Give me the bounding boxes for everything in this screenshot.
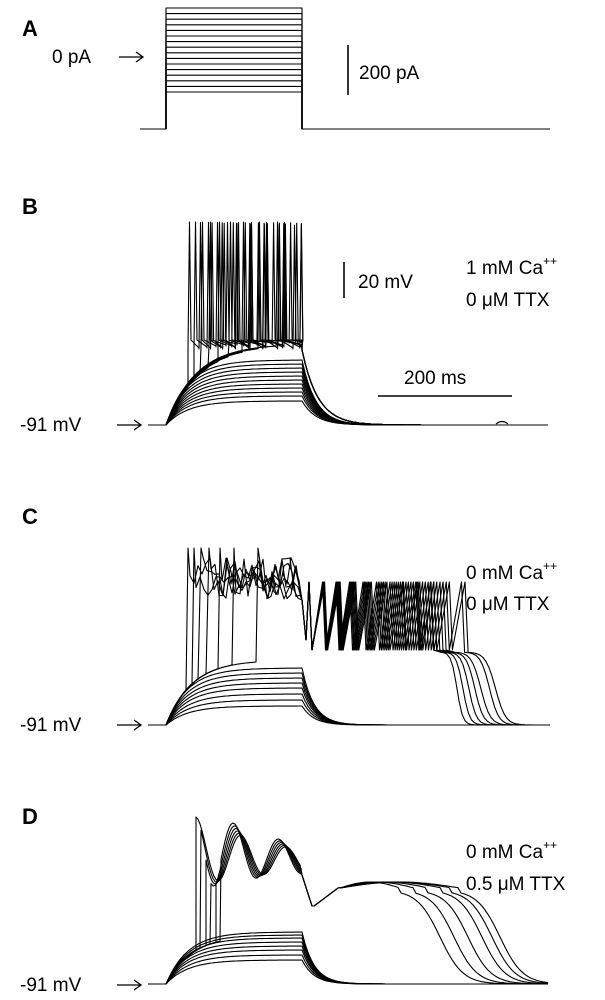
panel-d-rest-label: -91 mV — [20, 975, 82, 996]
oscillating-voltage-trace — [148, 822, 549, 985]
panel-c: C 0 mM Ca++ 0 μM TTX -91 mV — [20, 504, 557, 736]
subthreshold-voltage-trace — [148, 677, 548, 726]
subthreshold-voltage-trace — [148, 359, 548, 426]
panel-a-zero-label: 0 pA — [52, 47, 91, 68]
current-step-trace — [140, 57, 550, 130]
panel-c-calcium-condition: 0 mM Ca++ — [466, 559, 557, 584]
panel-c-calcium-superscript: ++ — [543, 559, 557, 573]
subthreshold-voltage-trace — [148, 363, 548, 426]
subthreshold-voltage-trace — [148, 945, 548, 985]
panel-c-voltage-traces — [148, 547, 550, 726]
spontaneous-event-trace — [495, 420, 509, 425]
panel-d-calcium-condition: 0 mM Ca++ — [466, 838, 557, 863]
current-step-trace — [140, 35, 550, 130]
subthreshold-voltage-trace — [148, 379, 548, 426]
panel-b-calcium-superscript: ++ — [543, 254, 557, 268]
panel-c-letter: C — [22, 504, 38, 529]
current-step-trace — [140, 85, 550, 130]
subthreshold-voltage-trace — [148, 959, 548, 985]
current-step-trace — [140, 63, 550, 130]
right-arrow-icon — [117, 979, 143, 991]
subthreshold-voltage-trace — [148, 931, 548, 985]
right-arrow-icon — [117, 419, 143, 431]
panel-b-letter: B — [22, 194, 38, 219]
spiking-voltage-trace — [148, 221, 548, 426]
panel-b-voltage-scale-label: 20 mV — [358, 272, 413, 293]
panel-a-current-scale-label: 200 pA — [359, 63, 420, 84]
panel-b-voltage-traces — [148, 221, 548, 426]
subthreshold-voltage-trace — [148, 693, 548, 726]
subthreshold-voltage-trace — [148, 371, 548, 426]
panel-d-voltage-traces — [148, 816, 549, 985]
panel-a-current-steps — [140, 7, 550, 130]
panel-c-ttx-condition: 0 μM TTX — [466, 594, 550, 615]
current-step-trace — [140, 69, 550, 130]
panel-b-rest-label: -91 mV — [20, 415, 82, 436]
panel-b-calcium-text: 1 mM Ca — [466, 258, 544, 279]
panel-b-calcium-condition: 1 mM Ca++ — [466, 254, 557, 279]
panel-b: B 20 mV 1 mM Ca++ 0 μM TTX 200 ms -91 mV — [20, 194, 557, 436]
panel-c-rest-label: -91 mV — [20, 715, 82, 736]
current-step-trace — [140, 29, 550, 130]
spiking-voltage-trace — [148, 221, 548, 426]
current-step-trace — [140, 46, 550, 130]
panel-d: D 0 mM Ca++ 0.5 μM TTX -91 mV — [20, 804, 566, 996]
subthreshold-voltage-trace — [148, 391, 548, 426]
panel-c-calcium-text: 0 mM Ca — [466, 563, 544, 584]
subthreshold-voltage-trace — [148, 387, 548, 426]
subthreshold-voltage-trace — [148, 687, 548, 726]
right-arrow-icon — [117, 719, 143, 731]
current-step-trace — [140, 91, 550, 130]
panel-a: A 0 pA 200 pA — [22, 7, 550, 130]
panel-b-ttx-condition: 0 μM TTX — [466, 290, 550, 311]
panel-d-calcium-text: 0 mM Ca — [466, 842, 544, 863]
panel-d-calcium-superscript: ++ — [543, 838, 557, 852]
current-step-trace — [140, 24, 550, 130]
subthreshold-voltage-trace — [148, 667, 548, 726]
panel-d-letter: D — [22, 804, 38, 829]
oscillating-voltage-trace — [148, 547, 549, 726]
subthreshold-voltage-trace — [148, 400, 548, 426]
panel-b-time-scale-label: 200 ms — [404, 368, 466, 389]
current-step-trace — [140, 74, 550, 130]
panel-a-letter: A — [22, 16, 38, 41]
right-arrow-icon — [119, 51, 145, 63]
panel-d-ttx-condition: 0.5 μM TTX — [466, 874, 566, 895]
current-step-trace — [140, 80, 550, 130]
current-step-trace — [140, 7, 550, 130]
current-step-trace — [140, 41, 550, 130]
